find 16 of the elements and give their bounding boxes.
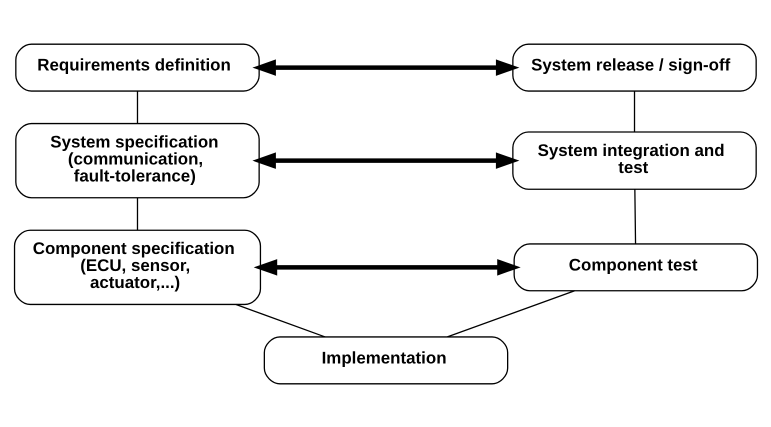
connector: [634, 188, 636, 244]
node-box: Implementation: [263, 336, 508, 384]
node-box: System release / sign-off: [512, 43, 756, 92]
node-box: Component test: [513, 242, 758, 291]
connector: [235, 303, 325, 338]
connector: [136, 197, 138, 230]
arrow: [253, 258, 520, 276]
node-box: System specification (communication, fault-tolerance): [14, 122, 260, 198]
node-box: Requirements definition: [14, 43, 260, 92]
arrow: [252, 58, 519, 76]
arrow: [252, 152, 519, 168]
connector: [136, 90, 138, 124]
node-box: Component specification (ECU, sensor, actuator,...): [13, 229, 261, 305]
node-box: System integration and test: [512, 130, 756, 190]
connector: [446, 290, 574, 337]
connector: [633, 90, 635, 132]
